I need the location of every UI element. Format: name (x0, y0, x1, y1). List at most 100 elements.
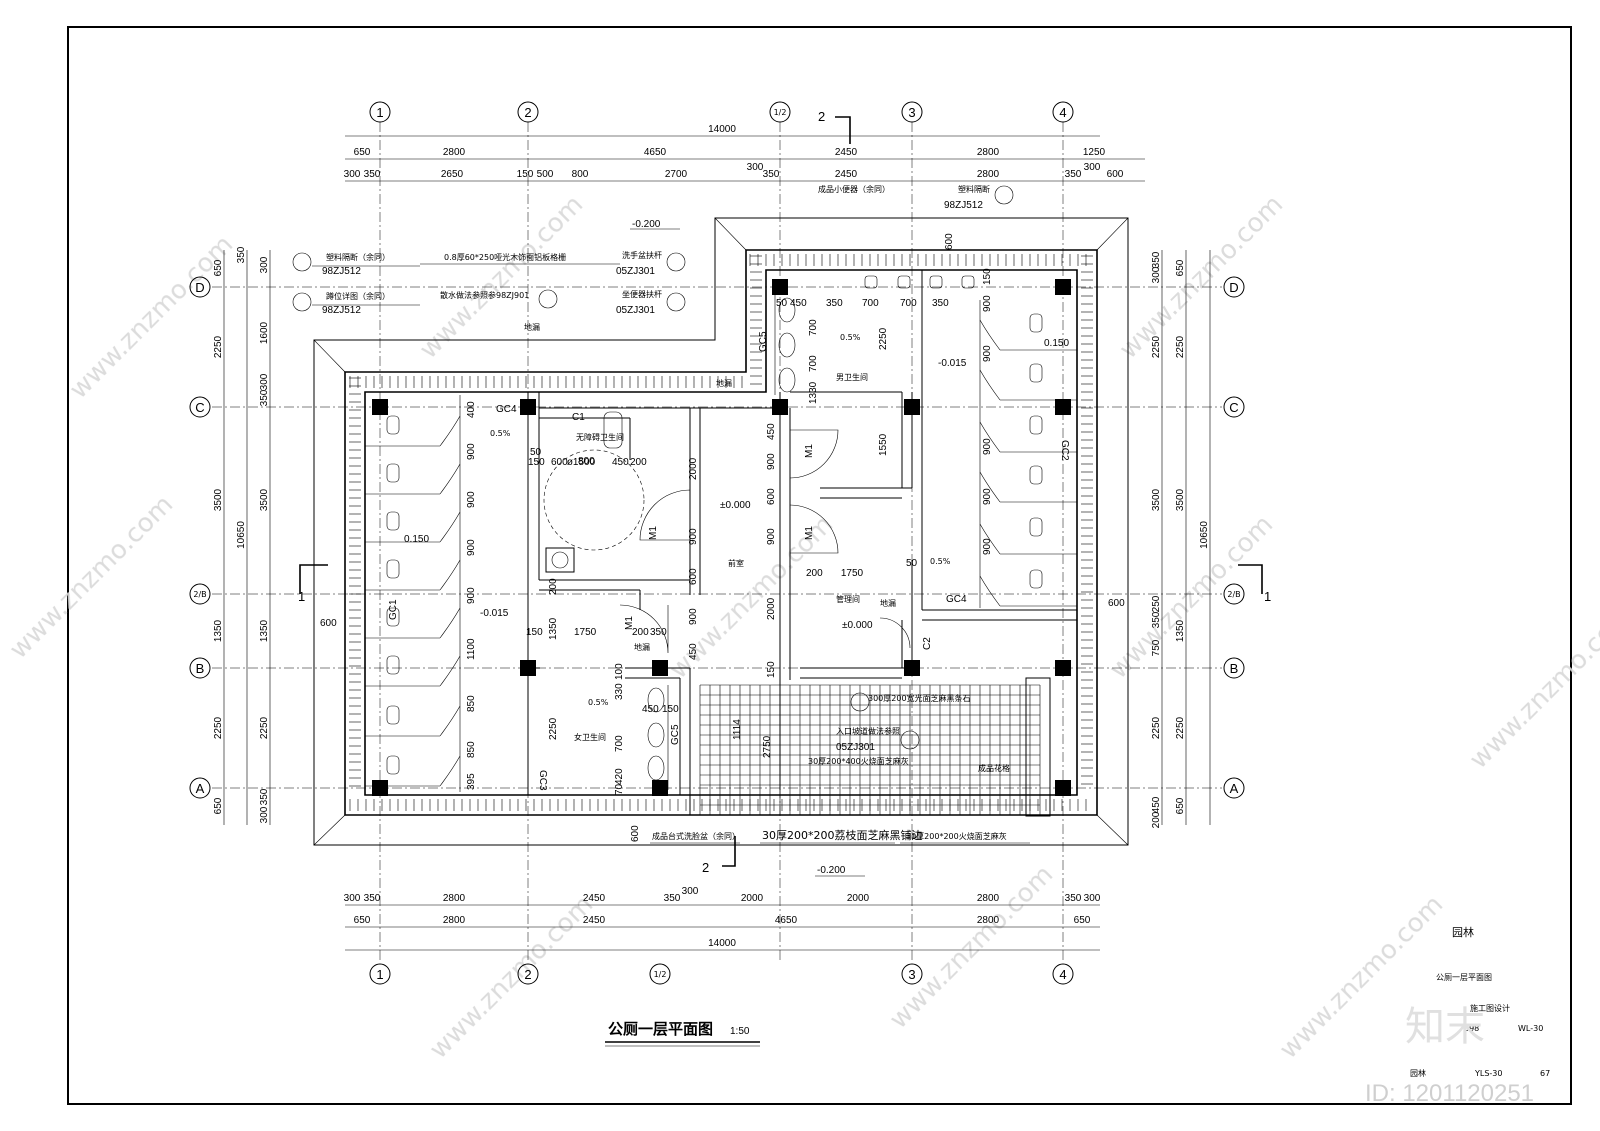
callout-slope3: 0.5% (930, 557, 951, 566)
dim-top-mid: 2800 (977, 147, 1000, 158)
callout-partition2-code: 98ZJ512 (944, 200, 983, 211)
section-cut-1-right: 1 (1264, 589, 1271, 604)
dim-left-outer: 2250 (213, 335, 224, 358)
axis-top-4: 4 (1059, 105, 1066, 120)
axis-right-D: D (1229, 280, 1238, 295)
axis-bottom-1: 1 (376, 967, 383, 982)
dim-mid-col: 900 (688, 608, 699, 625)
axis-bubbles-top: 1 2 1/2 3 4 (369, 101, 1074, 123)
dim-left-outer: 1350 (213, 619, 224, 642)
level-marks: -0.200 -0.200 -0.015 -0.015 ±0.000 ±0.00… (404, 219, 1069, 877)
dim-men-stall: 900 (982, 438, 993, 455)
dim-women-stall: 850 (466, 695, 477, 712)
dim-right-inner: 2250 (1151, 716, 1162, 739)
callout-waterproof: 散水做法参照参98ZJ901 (440, 290, 529, 300)
dim-right-outer: 2250 (1175, 716, 1186, 739)
section-marks: 1 1 2 2 (298, 109, 1271, 875)
dim-men-stall: 900 (982, 538, 993, 555)
watermark-layer: www.znzmo.com www.znzmo.com www.znzmo.co… (4, 190, 1600, 1065)
dim-bottom-mid: 4650 (775, 915, 798, 926)
wall-hatch (349, 254, 1093, 811)
dim-right-outer: 2250 (1175, 335, 1186, 358)
axis-left-D: D (195, 280, 204, 295)
dim-women-stall: 395 (466, 773, 477, 790)
dim-left-inner: 2250 (259, 716, 270, 739)
dim-misc: 600 (944, 233, 955, 250)
drawing-scale: 1:50 (730, 1026, 750, 1037)
axis-bottom-4: 4 (1059, 967, 1066, 982)
dim-women-right: 450 (642, 704, 659, 715)
dim-misc: 600 (630, 825, 641, 842)
axis-bubbles-left: D C 2/B B A (189, 276, 211, 799)
dim-men-stall: 150 (982, 268, 993, 285)
dim-left-inner: 300 (259, 256, 270, 273)
dim-top-detail: 300 (344, 169, 361, 180)
dim-top-detail: 2650 (441, 169, 464, 180)
dim-acc: 150 (528, 457, 545, 468)
dim-top-mid: 4650 (644, 147, 667, 158)
axis-bottom-3: 3 (908, 967, 915, 982)
watermark-3: www.znzmo.com (1114, 190, 1289, 365)
callout-entry: 入口坡道做法参照 (836, 726, 900, 736)
dim-top-detail: 350 (364, 169, 381, 180)
dim-bottom-detail: 350 (664, 893, 681, 904)
dim-men-stall: 900 (982, 295, 993, 312)
men-stalls (979, 300, 1077, 608)
dim-mgmt: 1550 (878, 433, 889, 456)
gc-label: GC2 (1059, 440, 1070, 461)
callout-partition: 塑料隔断（余同） (326, 252, 390, 262)
dim-bottom-detail: 300 (682, 886, 699, 897)
dim-left-inner: 350 (259, 389, 270, 406)
dim-right-inner: 300 (1151, 266, 1162, 283)
level-outside-bottom: -0.200 (817, 865, 846, 876)
dim-top-detail: 300 (747, 162, 764, 173)
doors (619, 429, 911, 654)
image-id: ID: 1201120251 (1365, 1080, 1534, 1107)
dim-bottom-detail: 350 (1065, 893, 1082, 904)
watermark-10: www.znzmo.com (1104, 510, 1279, 685)
dim-women-right: 200 (548, 578, 559, 595)
dim-women-stall: 900 (466, 539, 477, 556)
door-label: M1 (648, 526, 659, 540)
dim-men-top: 50 (776, 298, 788, 309)
dim-men-stall: 900 (982, 488, 993, 505)
dims-top: 14000 650 2800 4650 2450 2800 1250 300 3… (344, 124, 1145, 182)
watermark-1: www.znzmo.com (64, 230, 239, 405)
callout-drain2: 地漏 (524, 322, 540, 332)
dim-mid2: 900 (766, 453, 777, 470)
dim-misc: 1114 (732, 719, 743, 740)
dim-men-top: 700 (900, 298, 917, 309)
gc-label: GC4 (946, 594, 967, 605)
dim-women-right: 700 (614, 735, 625, 752)
dim-top-detail: 2800 (977, 169, 1000, 180)
watermark-2: www.znzmo.com (414, 190, 589, 365)
gc-label: GC5 (670, 724, 681, 745)
door-label: M1 (624, 616, 635, 630)
door-label: M1 (804, 444, 815, 458)
dim-right-inner: 250 (1151, 595, 1162, 612)
dim-bottom-detail: 2800 (977, 893, 1000, 904)
gc-label: GC3 (537, 770, 548, 791)
dim-mid-col: 600 (688, 568, 699, 585)
dim-left-total: 10650 (236, 521, 247, 549)
tb-footer-left: 园林 (1410, 1068, 1426, 1078)
dim-acc: 450 (612, 457, 629, 468)
axis-top-3: 3 (908, 105, 915, 120)
callout-tile1: 30厚200*200荔枝面芝麻黑铺边 (762, 828, 923, 842)
section-cut-1-left: 1 (298, 589, 305, 604)
axis-bottom-2: 2 (524, 967, 531, 982)
dim-women-stall: 900 (466, 491, 477, 508)
callout-stall-code: 98ZJ512 (322, 305, 361, 316)
dim-men-left: 700 (808, 355, 819, 372)
gc-label: GC5 (758, 331, 769, 352)
dim-men-left: 700 (808, 319, 819, 336)
section-cut-2-top: 2 (818, 109, 825, 124)
dim-women-right: 330 (614, 683, 625, 700)
axis-bubbles-bottom: 1 2 1/2 3 4 (369, 963, 1074, 985)
axis-left-B: B (196, 661, 205, 676)
level-women-stall: 0.150 (404, 534, 429, 545)
room-labels: 男卫生间 女卫生间 无障碍卫生间 前室 管理间 成品花格 (574, 372, 1010, 773)
dim-women-right: 2250 (548, 717, 559, 740)
dim-mgmt: 200 (806, 568, 823, 579)
